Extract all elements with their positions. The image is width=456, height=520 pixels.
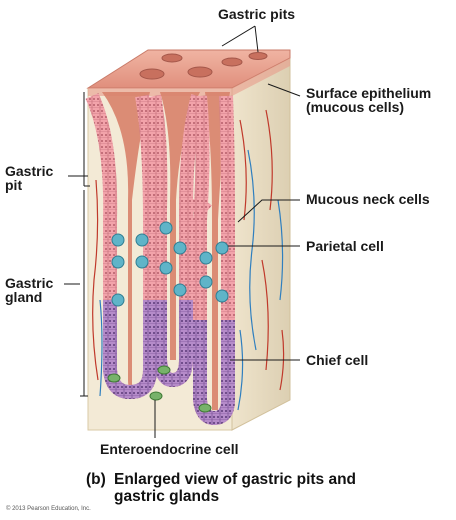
parietal-cell <box>111 293 125 307</box>
parietal-cell <box>159 221 173 235</box>
capillary-red <box>239 119 247 221</box>
parietal-cell <box>215 289 229 303</box>
capillary-red <box>265 109 273 211</box>
label-parietal-cell: Parietal cell <box>306 238 384 254</box>
pit-opening <box>248 52 268 60</box>
blood-vessels <box>92 109 285 411</box>
enteroendocrine-cell <box>107 373 121 383</box>
parietal-cell <box>111 255 125 269</box>
capillary-blue <box>247 149 257 351</box>
copyright-notice: © 2013 Pearson Education, Inc. <box>6 506 91 512</box>
pit-lumen <box>102 92 150 390</box>
label-surface-epithelium-line1: Surface epithelium <box>306 85 432 101</box>
leader-mucous-neck <box>237 199 300 223</box>
label-surface-epithelium: Surface epithelium (mucous cells) <box>306 86 431 114</box>
label-chief-cell: Chief cell <box>306 352 369 368</box>
parietal-cell <box>173 241 187 255</box>
block-side-face <box>231 57 291 431</box>
label-gastric-pit-line2: pit <box>5 177 23 193</box>
label-gastric-gland: Gastric gland <box>5 276 53 304</box>
leader-gastric-pits <box>221 25 259 53</box>
capillary-red <box>92 179 99 381</box>
enteroendocrine-cells <box>107 365 212 413</box>
parietal-cells <box>111 221 229 307</box>
gastric-pit-openings <box>139 52 268 80</box>
label-gastric-gland-line1: Gastric <box>5 275 54 291</box>
bracket-pit <box>83 92 90 187</box>
pit-opening <box>221 57 243 67</box>
parietal-cell <box>111 233 125 247</box>
label-gastric-pits: Gastric pits <box>218 6 296 22</box>
caption-part-letter: (b) <box>86 471 106 488</box>
capillary-blue <box>277 199 284 301</box>
figure-caption: (b) Enlarged view of gastric pits and gas… <box>86 471 356 505</box>
pit-opening <box>161 53 183 63</box>
caption-line1: Enlarged view of gastric pits and <box>114 471 357 488</box>
label-enteroendocrine-cell: Enteroendocrine cell <box>100 441 239 457</box>
parietal-cell <box>159 261 173 275</box>
pit-opening <box>139 68 165 80</box>
leader-surface-epithelium <box>267 83 301 97</box>
gland-wall <box>181 199 212 215</box>
parietal-cell <box>173 283 187 297</box>
leader-lines <box>64 25 301 438</box>
enteroendocrine-cell <box>157 365 171 375</box>
capillary-blue <box>237 329 244 411</box>
parietal-cell <box>199 251 213 265</box>
parietal-cell <box>199 275 213 289</box>
parietal-cell <box>135 255 149 269</box>
capillary-red <box>261 259 269 371</box>
label-gastric-pit: Gastric pit <box>5 164 53 192</box>
label-surface-epithelium-line2: (mucous cells) <box>306 99 405 115</box>
caption-line2: gastric glands <box>114 488 220 505</box>
enteroendocrine-cell <box>149 391 163 401</box>
capillary-blue <box>99 299 103 397</box>
label-gastric-pit-line1: Gastric <box>5 163 54 179</box>
bracket-gland <box>80 190 88 397</box>
pit-opening <box>187 66 213 78</box>
enteroendocrine-cell <box>198 403 212 413</box>
parietal-cell <box>135 233 149 247</box>
surface-epithelium-band <box>88 58 290 96</box>
pit-lumen <box>160 92 200 360</box>
label-gastric-gland-line2: gland <box>5 289 43 305</box>
parietal-cell <box>215 241 229 255</box>
label-mucous-neck-cells: Mucous neck cells <box>306 191 430 207</box>
